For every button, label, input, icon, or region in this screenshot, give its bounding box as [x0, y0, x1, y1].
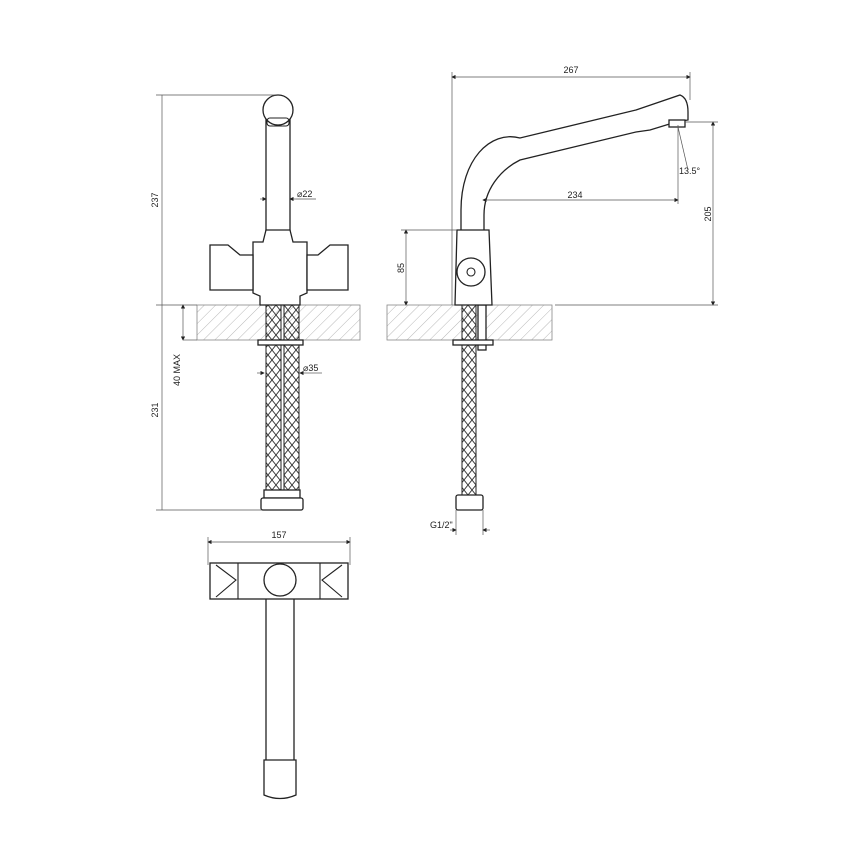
handle-right	[306, 244, 349, 291]
hose-nut	[455, 494, 484, 511]
hose	[461, 304, 477, 496]
handle-left	[209, 244, 254, 291]
mixer-body	[252, 229, 308, 306]
mounting-flange	[452, 339, 494, 346]
handle-lever	[456, 257, 486, 287]
side-view: 267 234 205 85 13.5° G1/2"	[386, 65, 718, 535]
spout-outlet	[263, 759, 297, 800]
hose-fitting	[263, 489, 301, 499]
dim-diameter-22: ⌀22	[297, 189, 312, 199]
dim-234: 234	[567, 190, 582, 200]
spout-top	[265, 579, 295, 781]
dim-85: 85	[396, 263, 406, 273]
dim-angle-13-5: 13.5°	[679, 166, 701, 176]
dim-231: 231	[150, 402, 160, 417]
hose-right	[283, 304, 300, 491]
mounting-flange	[257, 339, 304, 346]
dim-40-max: 40 MAX	[172, 354, 182, 386]
dim-157: 157	[271, 530, 286, 540]
top-view: 157	[207, 530, 351, 800]
aerator	[668, 119, 686, 128]
aerator	[266, 117, 290, 127]
dim-g1-2: G1/2"	[430, 520, 453, 530]
hose-nut	[260, 497, 304, 511]
dim-205: 205	[703, 206, 713, 221]
dim-diameter-35: ⌀35	[303, 363, 318, 373]
spout	[460, 94, 689, 233]
spout-base-top	[263, 563, 297, 597]
front-view: 237 231 40 MAX ⌀22 ⌀35	[150, 94, 361, 511]
dim-267: 267	[563, 65, 578, 75]
dim-237: 237	[150, 192, 160, 207]
spout-stem	[265, 117, 291, 234]
hose-left	[265, 304, 282, 491]
